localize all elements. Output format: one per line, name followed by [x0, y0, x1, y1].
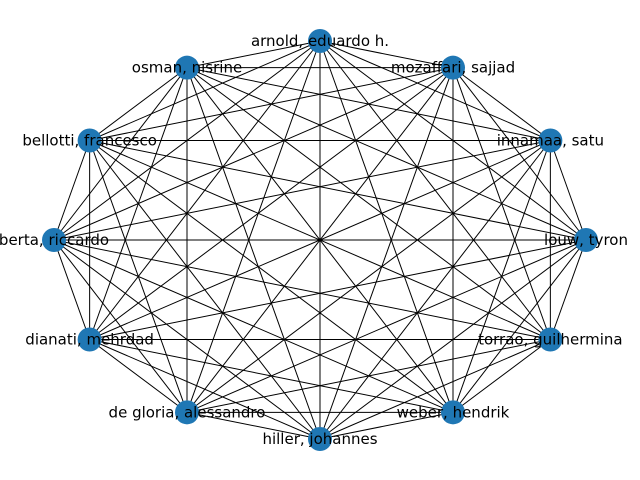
- node-label: arnold, eduardo h.: [251, 32, 389, 50]
- graph-edge: [89, 239, 587, 340]
- node-label: weber, hendrik: [397, 403, 510, 421]
- graph-edge: [186, 67, 551, 340]
- graph-edge: [319, 40, 454, 413]
- graph-edge: [319, 411, 454, 440]
- graph-edge: [186, 67, 551, 141]
- graph-edge: [53, 67, 188, 241]
- graph-edge: [53, 239, 188, 413]
- graph-edge: [53, 239, 454, 413]
- graph-node: [308, 29, 332, 53]
- graph-edge: [319, 67, 454, 440]
- node-layer: [42, 29, 598, 451]
- graph-edge: [53, 140, 91, 241]
- node-label: innamaa, satu: [497, 132, 604, 150]
- node-label: hiller, johannes: [262, 430, 377, 448]
- graph-node: [574, 228, 598, 252]
- graph-edge: [549, 239, 587, 340]
- graph-edge: [186, 67, 587, 241]
- graph-edge: [89, 67, 188, 340]
- graph-edge: [186, 67, 454, 413]
- graph-node: [538, 128, 563, 153]
- graph-edge: [186, 411, 321, 440]
- node-label: mozaffari, sajjad: [391, 59, 515, 77]
- graph-node: [175, 400, 199, 425]
- graph-edge: [452, 67, 551, 141]
- graph-edge: [53, 239, 551, 340]
- graph-node: [441, 55, 465, 80]
- graph-node: [77, 327, 102, 352]
- graph-edge: [53, 140, 551, 241]
- graph-edge: [452, 339, 551, 413]
- graph-edge: [89, 339, 321, 440]
- graph-edge: [549, 140, 587, 241]
- label-layer: arnold, eduardo h.mozaffari, sajjad innam…: [0, 32, 628, 448]
- graph-node: [175, 55, 199, 80]
- node-label: torrao, guilhermina: [478, 331, 623, 349]
- graph-node: [42, 228, 66, 252]
- graph-edge: [89, 67, 454, 340]
- node-label: bellotti, francesco: [22, 132, 157, 150]
- node-label: de gloria, alessandro: [109, 403, 266, 421]
- node-label: louw, tyron: [544, 231, 628, 249]
- node-label: osman, nisrine: [132, 59, 242, 77]
- graph-edge: [89, 339, 188, 413]
- graph-edge: [89, 140, 454, 413]
- graph-node: [77, 128, 102, 153]
- graph-edge: [89, 67, 188, 141]
- graph-edge: [89, 140, 188, 413]
- graph-edge: [186, 67, 321, 440]
- node-label: berta, riccardo: [0, 231, 109, 249]
- graph-node: [308, 427, 332, 451]
- graph-edge: [89, 140, 321, 440]
- graph-edge: [186, 140, 551, 413]
- graph-edge: [89, 140, 587, 241]
- graph-edge: [186, 40, 321, 413]
- graph-node: [538, 327, 563, 352]
- edge-layer: [53, 40, 587, 440]
- graph-edge: [53, 239, 91, 340]
- node-label: dianati, mehrdad: [25, 331, 154, 349]
- graph-edge: [319, 40, 454, 69]
- graph-node: [441, 400, 465, 425]
- graph-edge: [186, 40, 321, 69]
